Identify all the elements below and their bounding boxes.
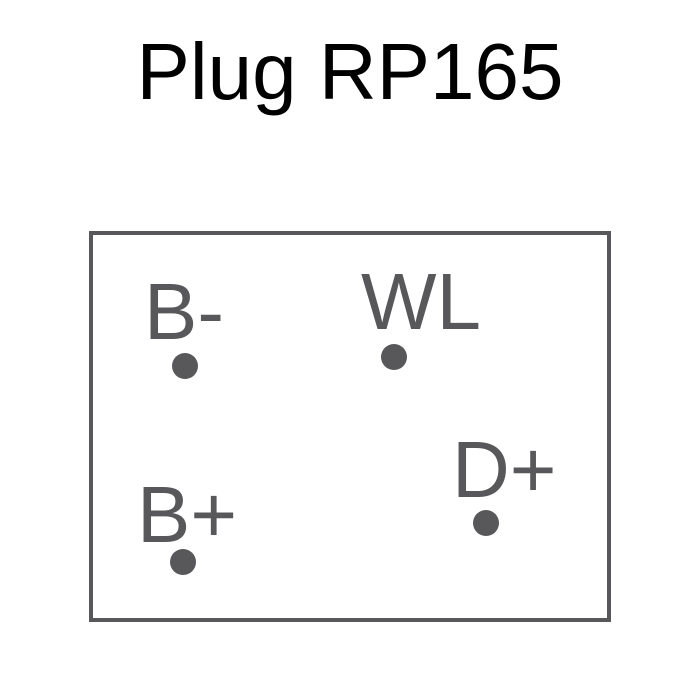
pin-label-b-minus: B-	[144, 267, 224, 356]
pin-label-d-plus: D+	[452, 425, 557, 514]
pin-dot-b-minus	[172, 353, 198, 379]
pin-dot-d-plus	[473, 510, 499, 536]
diagram-title: Plug RP165	[136, 27, 564, 116]
pin-dot-b-plus	[170, 549, 196, 575]
pin-dot-wl	[381, 344, 407, 370]
pin-label-wl: WL	[361, 257, 481, 346]
pin-label-b-plus: B+	[137, 470, 238, 559]
